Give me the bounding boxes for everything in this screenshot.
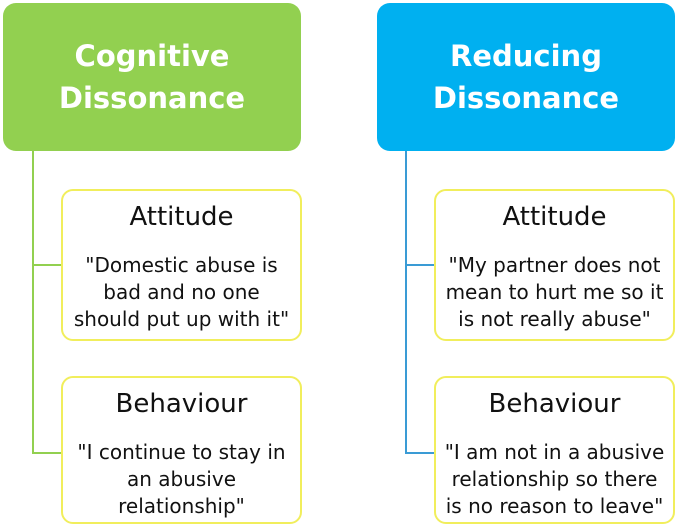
right-connector-vertical bbox=[405, 151, 407, 454]
behaviour-title: Behaviour bbox=[488, 389, 621, 419]
left-connector-vertical bbox=[32, 151, 34, 454]
cognitive-dissonance-header: Cognitive Dissonance bbox=[3, 3, 301, 151]
left-connector-attitude bbox=[32, 264, 61, 266]
behaviour-text: "I continue to stay in an abusive relati… bbox=[77, 440, 286, 518]
attitude-text: "Domestic abuse is bad and no one should… bbox=[73, 253, 290, 331]
header-title: Reducing Dissonance bbox=[432, 39, 620, 115]
left-connector-behaviour bbox=[32, 452, 61, 454]
attitude-title: Attitude bbox=[502, 202, 607, 232]
attitude-title: Attitude bbox=[129, 202, 234, 232]
right-behaviour-card: Behaviour "I am not in a abusive relatio… bbox=[434, 376, 675, 524]
right-attitude-card: Attitude "My partner does not mean to hu… bbox=[434, 189, 675, 341]
left-behaviour-card: Behaviour "I continue to stay in an abus… bbox=[61, 376, 302, 524]
behaviour-title: Behaviour bbox=[115, 389, 248, 419]
left-attitude-card: Attitude "Domestic abuse is bad and no o… bbox=[61, 189, 302, 341]
right-connector-attitude bbox=[405, 264, 434, 266]
attitude-text: "My partner does not mean to hurt me so … bbox=[445, 253, 664, 331]
behaviour-text: "I am not in a abusive relationship so t… bbox=[444, 440, 665, 518]
header-title: Cognitive Dissonance bbox=[58, 39, 246, 115]
right-connector-behaviour bbox=[405, 452, 434, 454]
reducing-dissonance-header: Reducing Dissonance bbox=[377, 3, 675, 151]
